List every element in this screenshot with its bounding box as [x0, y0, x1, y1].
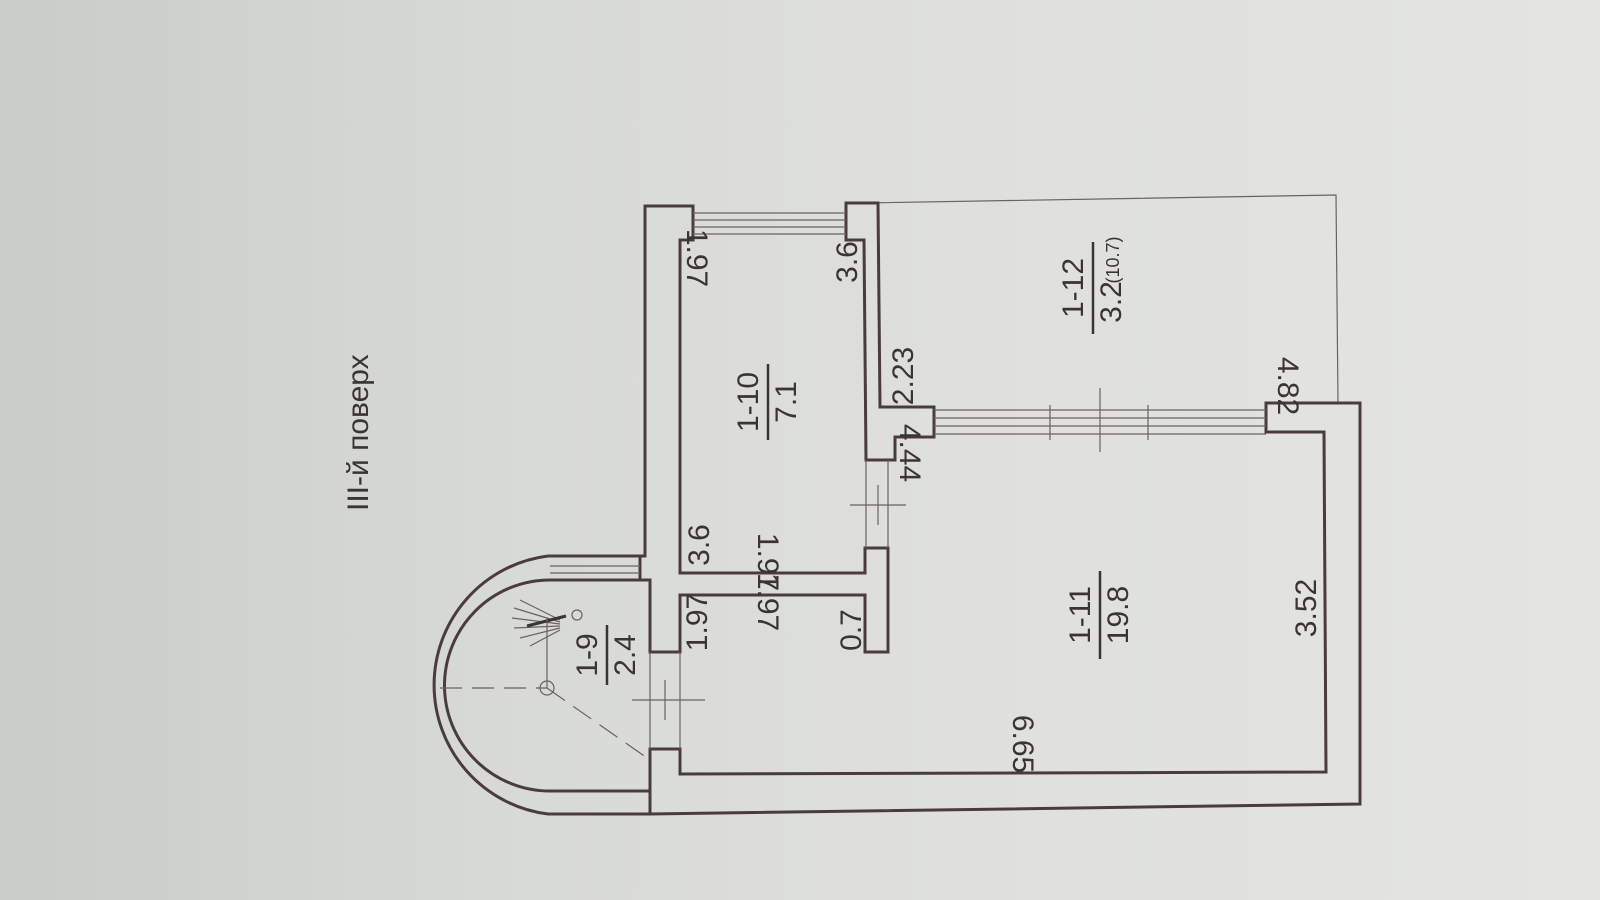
room-1-10-area: 7.1 [770, 381, 803, 423]
dim-6-65: 6.65 [1006, 715, 1039, 773]
room-1-12-id: 1-12 [1057, 258, 1090, 318]
room-1-9-id: 1-9 [571, 633, 604, 676]
dim-1-97-side: 1.97 [681, 593, 714, 651]
room-1-12-area: 3.2 [1095, 281, 1128, 323]
room-label-1-9: 1-9 2.4 [571, 625, 642, 685]
dim-3-6-left: 3.6 [683, 524, 716, 566]
dim-3-52: 3.52 [1290, 579, 1323, 637]
dim-0-7: 0.7 [835, 609, 868, 651]
room-label-1-12: 1-12 3.2 (10.7) [1057, 236, 1128, 334]
dim-2-23: 2.23 [887, 347, 920, 405]
floor-title: ІІІ-й поверх [342, 354, 375, 511]
room-1-12-outline [863, 194, 1339, 404]
room-1-10-id: 1-10 [732, 372, 765, 432]
dim-4-44: 4.44 [893, 424, 926, 482]
door-stair [632, 652, 705, 749]
opening-between-rooms [934, 388, 1266, 452]
room-1-9-area: 2.4 [609, 634, 642, 676]
dim-1-97-low: 1.97 [751, 573, 784, 631]
dim-3-6-right: 3.6 [831, 241, 864, 283]
dim-1-97-mid: 1.97 [751, 533, 784, 591]
dim-4-82: 4.82 [1271, 357, 1304, 415]
room-label-1-11: 1-11 19.8 [1064, 571, 1135, 659]
staircase [440, 565, 651, 761]
room-label-1-10: 1-10 7.1 [732, 364, 803, 440]
room-1-11-area: 19.8 [1102, 586, 1135, 644]
room-1-11-id: 1-11 [1064, 586, 1097, 644]
door-1-10 [850, 460, 906, 548]
room-1-12-area-note: (10.7) [1103, 236, 1123, 283]
room-1-10-walls [638, 201, 936, 654]
dim-1-97-top: 1.97 [680, 229, 713, 287]
window-top [693, 212, 846, 235]
